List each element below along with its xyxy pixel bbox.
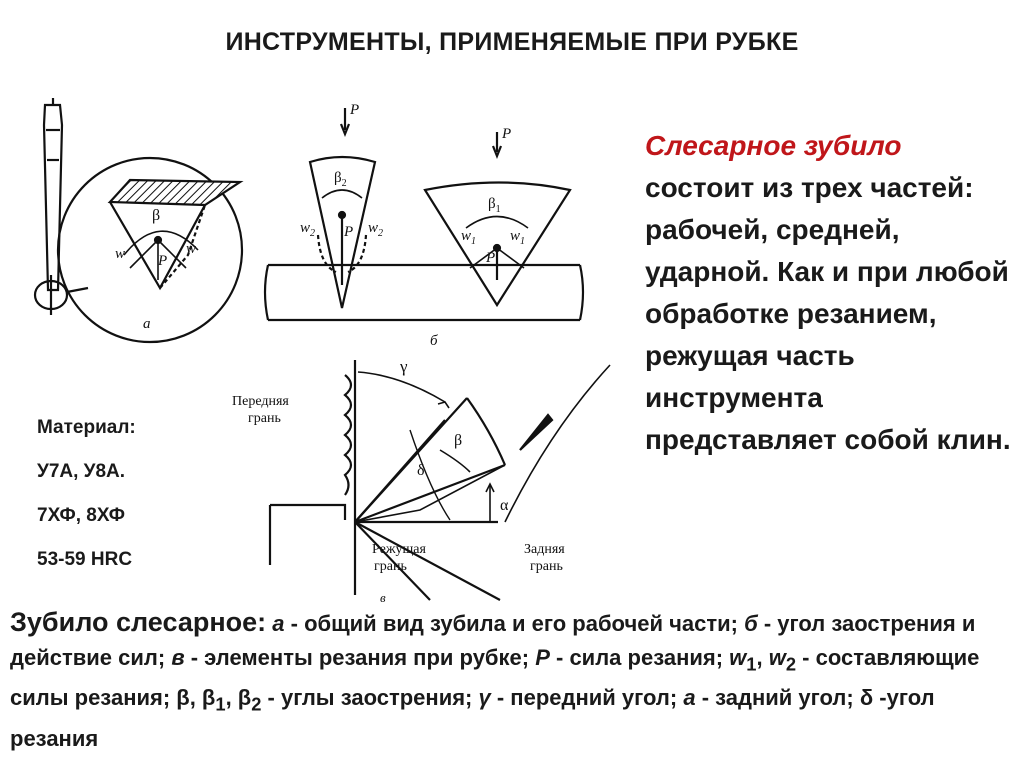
- wide-wedge: [423, 132, 572, 308]
- caption-w2-sub: 2: [785, 653, 797, 675]
- front-face-label-2: грань: [248, 411, 281, 426]
- caption-gamma-symbol: γ: [478, 685, 491, 711]
- caption-w-text: - составляющие силы резания; β, β: [10, 645, 980, 711]
- beta1-label: β1: [488, 196, 501, 215]
- back-face-label-2: грань: [530, 559, 563, 574]
- caption-p-symbol: Р: [535, 645, 550, 670]
- w-label-left: w: [115, 246, 125, 262]
- caption-comma: , β: [225, 685, 252, 711]
- cutting-face-label-2: грань: [374, 559, 407, 574]
- description-text: Слесарное зубило состоит из трех частей:…: [645, 125, 1015, 461]
- chisel-body: [33, 98, 69, 315]
- slide-title: ИНСТРУМЕНТЫ, ПРИМЕНЯЕМЫЕ ПРИ РУБКЕ: [225, 28, 799, 56]
- magnified-circle: [56, 156, 244, 344]
- w2-label-right: w2: [368, 220, 383, 239]
- caption-v-text: - элементы резания при рубке;: [184, 645, 536, 670]
- material-line: У7А, У8А.: [37, 461, 126, 482]
- material-block: Материал: У7А, У8А. 7ХФ, 8ХФ 53-59 HRC: [37, 406, 217, 582]
- description-body: состоит из трех частей: рабочей, средней…: [645, 172, 1011, 455]
- w1-label-left: w1: [461, 228, 476, 247]
- beta-label-v: β: [454, 432, 462, 449]
- caption-separator: ,: [756, 645, 769, 670]
- caption-a-text: - общий вид зубила и его рабочей части;: [284, 611, 745, 636]
- caption-alpha-symbol: а: [683, 685, 696, 711]
- caption-p-text: - сила резания;: [549, 645, 730, 670]
- caption-w1-symbol: w: [729, 645, 747, 670]
- delta-label: δ: [417, 462, 425, 479]
- w-label-right: w: [186, 241, 196, 257]
- description-highlight: Слесарное зубило: [645, 130, 902, 161]
- caption-v-symbol: в: [171, 645, 185, 670]
- caption-w2-symbol: w: [768, 645, 786, 670]
- gamma-label: γ: [399, 357, 408, 376]
- caption-b-symbol: б: [744, 611, 758, 636]
- caption-a-symbol: а: [272, 611, 285, 636]
- caption-gamma-text: - передний угол;: [490, 685, 684, 711]
- cutting-face-label-1: Режущая: [372, 542, 426, 557]
- narrow-wedge: [308, 108, 377, 309]
- alpha-label: α: [500, 497, 509, 514]
- beta-label-a: β: [152, 207, 160, 224]
- material-line: 53-59 HRC: [37, 549, 133, 570]
- fig-v-label: в: [380, 590, 386, 605]
- p-label-b-wide: P: [485, 250, 495, 266]
- material-line: 7ХФ, 8ХФ: [37, 505, 126, 526]
- caption-beta2-sub: 2: [251, 693, 262, 715]
- cutting-elements: [268, 360, 611, 601]
- chisel-diagram: а β w w P P P β2 β1 w2 w2 P w1 w1 P б γ …: [33, 98, 611, 605]
- caption-alpha-text: - задний угол; δ -угол резания: [10, 685, 935, 751]
- figure-caption: Зубило слесарное: а - общий вид зубила и…: [10, 605, 1015, 756]
- w2-label-left: w2: [300, 220, 315, 239]
- p-label-b2: P: [501, 126, 511, 142]
- caption-lead: Зубило слесарное:: [10, 607, 267, 637]
- caption-beta1-sub: 1: [215, 693, 226, 715]
- w1-label-right: w1: [510, 228, 525, 247]
- fig-b-label: б: [430, 333, 438, 349]
- caption-b-text: - угол заострения и действие сил;: [10, 611, 976, 670]
- material-label: Материал:: [37, 417, 136, 438]
- front-face-label-1: Передняя: [232, 394, 289, 409]
- caption-beta-text: - углы заострения;: [261, 685, 479, 711]
- caption-w1-sub: 1: [746, 653, 757, 675]
- beta2-label: β2: [334, 170, 347, 189]
- workpiece-b: [263, 263, 585, 322]
- back-face-label-1: Задняя: [524, 542, 565, 557]
- p-label-b-center: P: [343, 224, 353, 240]
- p-label-a: P: [157, 253, 167, 269]
- p-label-b1: P: [349, 102, 359, 118]
- fig-a-label: а: [143, 316, 151, 332]
